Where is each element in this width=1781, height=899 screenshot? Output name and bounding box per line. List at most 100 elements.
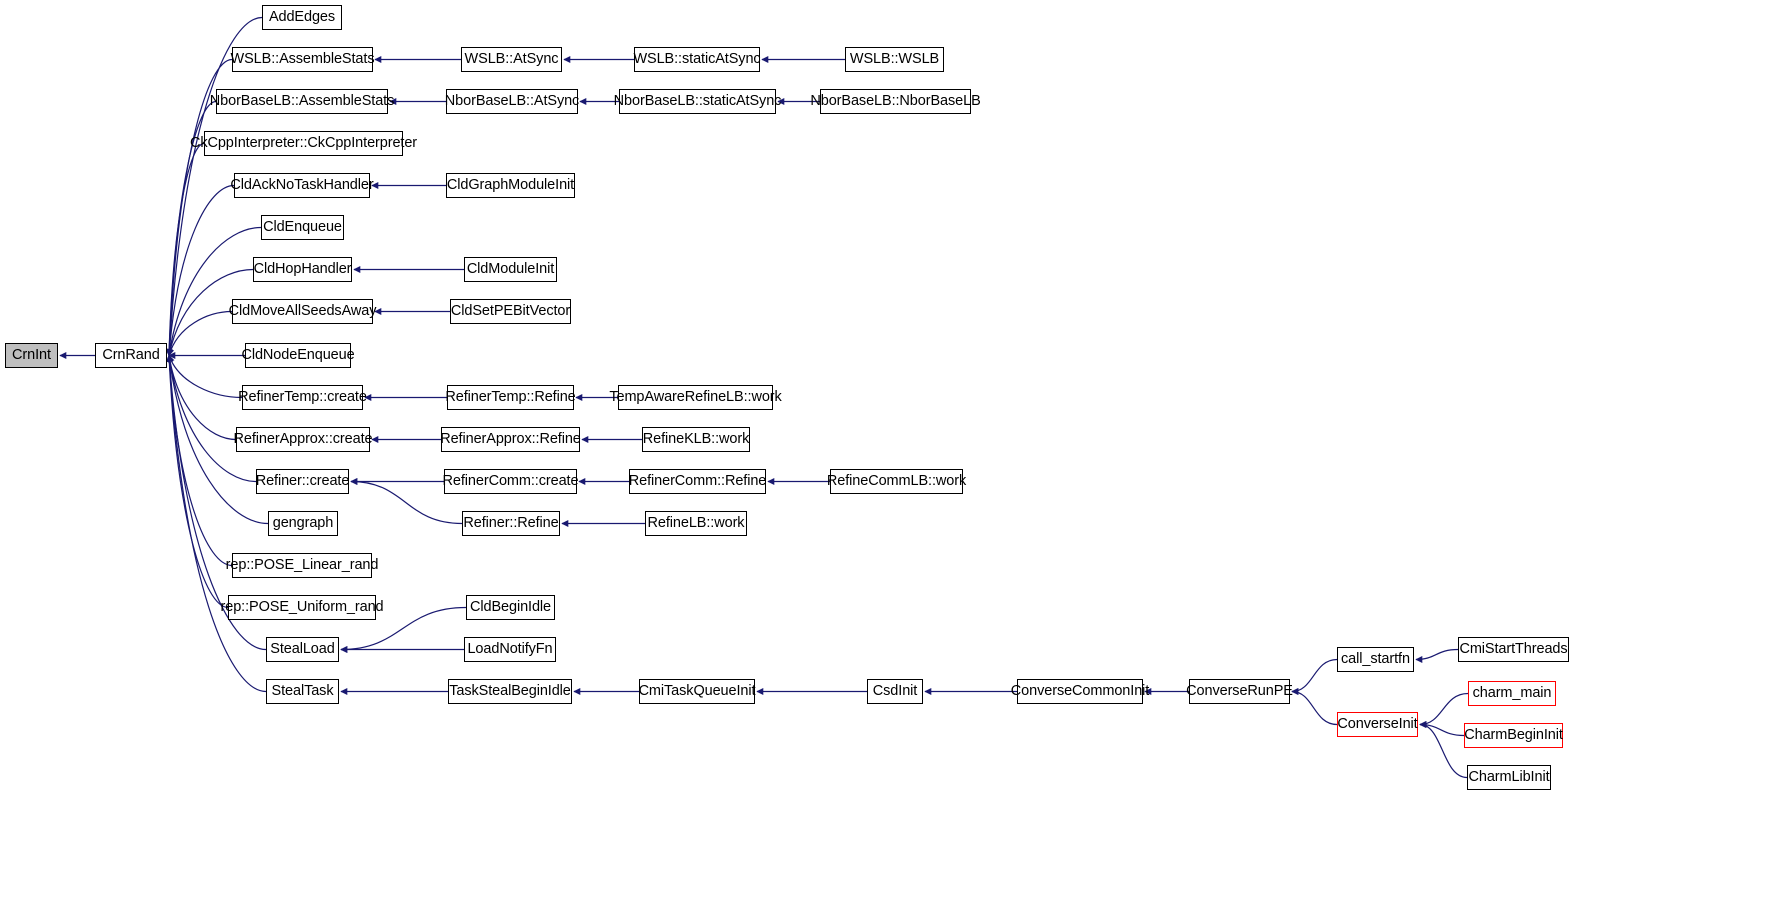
graph-edge-charm_main-to-converseinit	[1419, 692, 1469, 728]
graph-node-label: Refiner::Refine	[463, 515, 559, 532]
graph-node-label: WSLB::staticAtSync	[633, 51, 761, 68]
graph-node-label: CldAckNoTaskHandler	[230, 177, 374, 194]
graph-node-label: WSLB::AssembleStats	[230, 51, 375, 68]
graph-node-cldnodeenqueue[interactable]: CldNodeEnqueue	[241, 343, 355, 368]
graph-node-gengraph[interactable]: gengraph	[268, 511, 338, 536]
graph-node-nbor_assemblestats[interactable]: NborBaseLB::AssembleStats	[210, 89, 394, 114]
graph-node-label: CrnRand	[102, 347, 160, 364]
graph-node-ckcppinterpreter[interactable]: CkCppInterpreter::CkCppInterpreter	[190, 131, 417, 156]
graph-node-refinertemp_refine[interactable]: RefinerTemp::Refine	[445, 385, 576, 410]
graph-node-label: NborBaseLB::staticAtSync	[613, 93, 782, 110]
graph-edge-refiner_create-to-crnrand	[166, 354, 257, 483]
graph-node-label: NborBaseLB::NborBaseLB	[810, 93, 981, 110]
graph-node-refineklb_work[interactable]: RefineKLB::work	[642, 427, 750, 452]
graph-edge-cmistartthreads-to-call_startfn	[1415, 648, 1459, 663]
graph-node-label: RefineKLB::work	[642, 431, 750, 448]
graph-node-label: CldGraphModuleInit	[446, 177, 575, 194]
graph-node-label: CharmLibInit	[1468, 769, 1550, 786]
graph-node-conversecommoninit[interactable]: ConverseCommonInit	[1011, 679, 1149, 704]
graph-edge-pose_uniform_rand-to-crnrand	[165, 354, 229, 609]
graph-node-label: charm_main	[1472, 685, 1552, 702]
graph-node-label: CharmBeginInit	[1464, 727, 1563, 744]
graph-node-nbor_atsync[interactable]: NborBaseLB::AtSync	[445, 89, 579, 114]
graph-edge-cldenqueue-to-crnrand	[166, 226, 262, 357]
graph-node-crnrand[interactable]: CrnRand	[95, 343, 167, 368]
graph-node-label: CldModuleInit	[466, 261, 555, 278]
graph-node-label: Refiner::create	[255, 473, 350, 490]
graph-node-cldgraphmoduleinit[interactable]: CldGraphModuleInit	[446, 173, 575, 198]
graph-node-refinecommlb_work[interactable]: RefineCommLB::work	[826, 469, 967, 494]
graph-node-converseinit[interactable]: ConverseInit	[1337, 712, 1418, 737]
graph-node-label: ConverseRunPE	[1186, 683, 1293, 700]
graph-node-refinerapprox_refine[interactable]: RefinerApprox::Refine	[440, 427, 581, 452]
graph-node-loadnotifyfn[interactable]: LoadNotifyFn	[464, 637, 556, 662]
graph-node-label: ConverseInit	[1337, 716, 1418, 733]
graph-node-cldmoveallseedsaway[interactable]: CldMoveAllSeedsAway	[229, 299, 376, 324]
graph-node-wslb_assemblestats[interactable]: WSLB::AssembleStats	[230, 47, 375, 72]
graph-node-refinerapprox_create[interactable]: RefinerApprox::create	[234, 427, 373, 452]
graph-node-tempawarerefinelb_work[interactable]: TempAwareRefineLB::work	[609, 385, 782, 410]
graph-node-label: gengraph	[272, 515, 334, 532]
graph-node-label: LoadNotifyFn	[467, 641, 553, 658]
graph-node-label: RefinerApprox::Refine	[440, 431, 581, 448]
graph-node-cldbeginidle[interactable]: CldBeginIdle	[466, 595, 555, 620]
graph-edge-refinertemp_create-to-crnrand	[167, 354, 243, 399]
graph-node-label: CldHopHandler	[253, 261, 352, 278]
graph-node-csdinit[interactable]: CsdInit	[867, 679, 923, 704]
graph-node-label: StealLoad	[270, 641, 335, 658]
graph-node-label: RefineCommLB::work	[826, 473, 967, 490]
graph-node-label: CrnInt	[12, 347, 51, 364]
graph-node-nbor_staticatsync[interactable]: NborBaseLB::staticAtSync	[614, 89, 781, 114]
graph-node-nbor_nbor[interactable]: NborBaseLB::NborBaseLB	[810, 89, 981, 114]
graph-node-label: call_startfn	[1341, 651, 1410, 668]
graph-node-label: TempAwareRefineLB::work	[609, 389, 782, 406]
graph-node-pose_linear_rand[interactable]: rep::POSE_Linear_rand	[226, 553, 378, 578]
graph-node-refinercomm_refine[interactable]: RefinerComm::Refine	[629, 469, 766, 494]
graph-node-label: CmiStartThreads	[1459, 641, 1568, 658]
graph-node-charmlibinit[interactable]: CharmLibInit	[1467, 765, 1551, 790]
graph-node-cldsetpebitvector[interactable]: CldSetPEBitVector	[450, 299, 571, 324]
graph-node-cmistartthreads[interactable]: CmiStartThreads	[1458, 637, 1569, 662]
graph-node-label: TaskStealBeginIdle	[449, 683, 571, 700]
graph-node-cldmoduleinit[interactable]: CldModuleInit	[464, 257, 557, 282]
graph-node-label: CldBeginIdle	[469, 599, 552, 616]
graph-edge-call_startfn-to-converserunpe	[1291, 658, 1338, 695]
graph-node-label: rep::POSE_Linear_rand	[225, 557, 379, 574]
graph-node-label: CkCppInterpreter::CkCppInterpreter	[189, 135, 418, 152]
graph-node-label: StealTask	[271, 683, 334, 700]
graph-node-cldhophandler[interactable]: CldHopHandler	[253, 257, 352, 282]
graph-node-stealload[interactable]: StealLoad	[266, 637, 339, 662]
graph-node-charm_main[interactable]: charm_main	[1468, 681, 1556, 706]
graph-node-refiner_create[interactable]: Refiner::create	[256, 469, 349, 494]
graph-edge-cldacknotaskhandler-to-crnrand	[166, 184, 235, 357]
graph-node-wslb_staticatsync[interactable]: WSLB::staticAtSync	[633, 47, 761, 72]
graph-node-refiner_refine[interactable]: Refiner::Refine	[462, 511, 560, 536]
graph-node-refinertemp_create[interactable]: RefinerTemp::create	[238, 385, 367, 410]
graph-node-cmitaskqueueinit[interactable]: CmiTaskQueueInit	[639, 679, 756, 704]
graph-node-pose_uniform_rand[interactable]: rep::POSE_Uniform_rand	[221, 595, 384, 620]
graph-node-addedges[interactable]: AddEdges	[262, 5, 342, 30]
graph-node-call_startfn[interactable]: call_startfn	[1337, 647, 1414, 672]
graph-node-charmbegininit[interactable]: CharmBeginInit	[1464, 723, 1563, 748]
graph-node-refinercomm_create[interactable]: RefinerComm::create	[442, 469, 579, 494]
graph-node-wslb_wslb[interactable]: WSLB::WSLB	[845, 47, 944, 72]
graph-edge-converseinit-to-converserunpe	[1291, 688, 1338, 726]
graph-node-label: RefinerTemp::Refine	[445, 389, 576, 406]
graph-node-label: WSLB::WSLB	[849, 51, 940, 68]
graph-node-crnint[interactable]: CrnInt	[5, 343, 58, 368]
graph-edge-pose_linear_rand-to-crnrand	[165, 354, 233, 567]
graph-node-label: ConverseCommonInit	[1010, 683, 1150, 700]
graph-node-taskstealbeginidle[interactable]: TaskStealBeginIdle	[448, 679, 572, 704]
graph-node-label: CldEnqueue	[263, 219, 342, 236]
graph-node-converserunpe[interactable]: ConverseRunPE	[1186, 679, 1293, 704]
graph-node-stealtask[interactable]: StealTask	[266, 679, 339, 704]
graph-node-cldenqueue[interactable]: CldEnqueue	[261, 215, 344, 240]
graph-node-cldacknotaskhandler[interactable]: CldAckNoTaskHandler	[230, 173, 374, 198]
graph-node-label: rep::POSE_Uniform_rand	[220, 599, 384, 616]
graph-node-refinelb_work[interactable]: RefineLB::work	[645, 511, 747, 536]
graph-node-label: RefinerComm::create	[442, 473, 579, 490]
graph-node-label: CsdInit	[872, 683, 918, 700]
graph-node-label: CldMoveAllSeedsAway	[228, 303, 377, 320]
graph-node-wslb_atsync[interactable]: WSLB::AtSync	[461, 47, 562, 72]
